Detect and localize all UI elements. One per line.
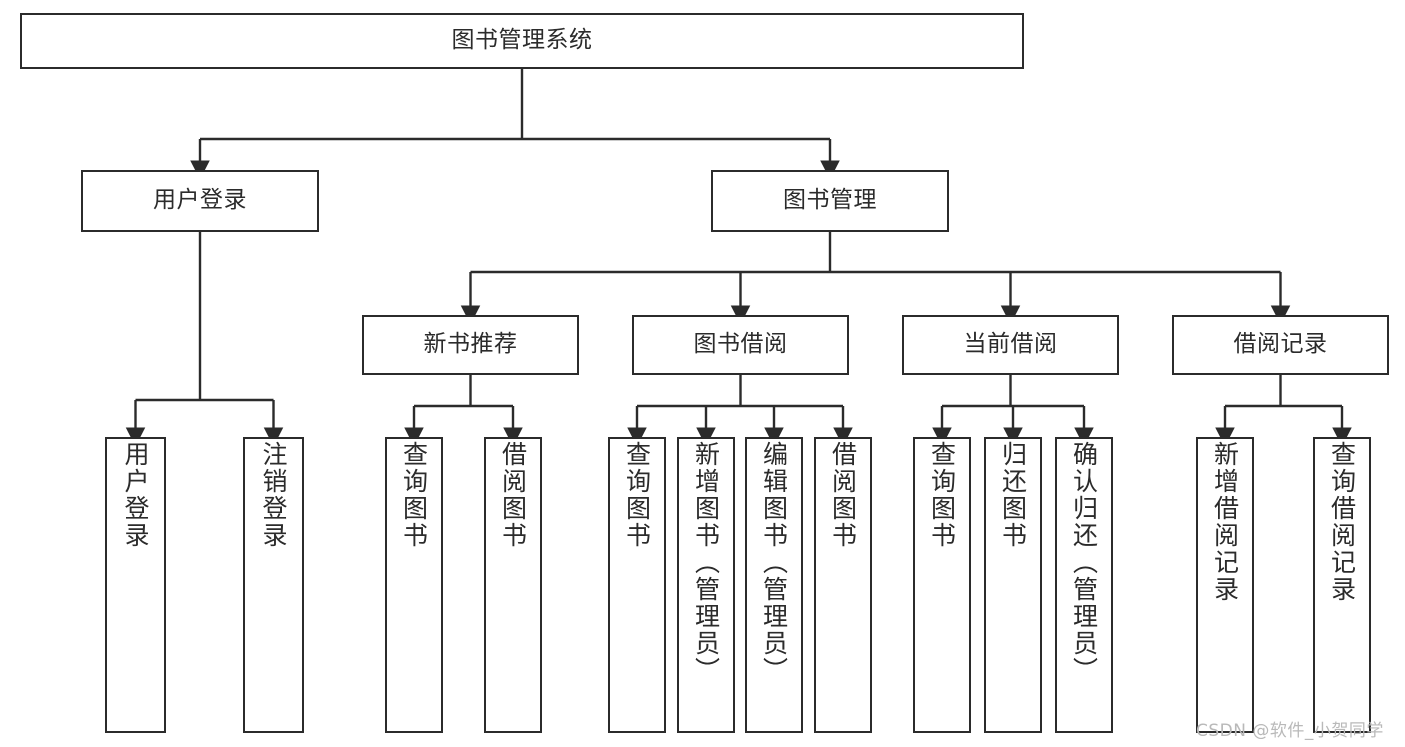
edge-group	[125, 69, 1352, 447]
node-label: 借阅记录	[1233, 331, 1328, 358]
node-label: 新增图书（管理员）	[691, 441, 721, 684]
node-label: 查询图书	[927, 441, 957, 549]
node-label: 查询图书	[399, 441, 429, 549]
node-label: 编辑图书（管理员）	[759, 441, 789, 684]
node-leaf-return-book[interactable]: 归还图书	[984, 437, 1042, 733]
node-label: 借阅图书	[828, 441, 858, 549]
node-leaf-query-book-1[interactable]: 查询图书	[385, 437, 443, 733]
node-leaf-borrow-book-2[interactable]: 借阅图书	[814, 437, 872, 733]
node-leaf-confirm-return[interactable]: 确认归还（管理员）	[1055, 437, 1113, 733]
node-label: 当前借阅	[963, 331, 1058, 358]
node-new-book-rec[interactable]: 新书推荐	[362, 315, 579, 375]
node-root[interactable]: 图书管理系统	[20, 13, 1024, 69]
node-leaf-query-book-2[interactable]: 查询图书	[608, 437, 666, 733]
node-label: 新书推荐	[423, 331, 518, 358]
node-borrow-record[interactable]: 借阅记录	[1172, 315, 1389, 375]
node-leaf-borrow-book-1[interactable]: 借阅图书	[484, 437, 542, 733]
node-label: 用户登录	[121, 441, 150, 549]
watermark-text: CSDN @软件_小贺同学	[1196, 721, 1384, 741]
node-label: 查询图书	[622, 441, 652, 549]
node-leaf-edit-book[interactable]: 编辑图书（管理员）	[745, 437, 803, 733]
node-user-login[interactable]: 用户登录	[81, 170, 319, 232]
node-label: 确认归还（管理员）	[1069, 441, 1099, 684]
node-leaf-user-logout[interactable]: 注销登录	[243, 437, 304, 733]
node-label: 新增借阅记录	[1210, 441, 1240, 603]
node-label: 借阅图书	[498, 441, 528, 549]
node-current-borrow[interactable]: 当前借阅	[902, 315, 1119, 375]
node-leaf-add-book[interactable]: 新增图书（管理员）	[677, 437, 735, 733]
node-label: 用户登录	[153, 187, 247, 214]
node-leaf-add-record[interactable]: 新增借阅记录	[1196, 437, 1254, 733]
node-label: 图书管理	[783, 187, 877, 214]
node-label: 图书管理系统	[451, 27, 593, 54]
node-label: 归还图书	[998, 441, 1028, 549]
node-label: 注销登录	[259, 441, 288, 549]
node-book-borrow[interactable]: 图书借阅	[632, 315, 849, 375]
node-leaf-user-login[interactable]: 用户登录	[105, 437, 166, 733]
node-leaf-query-record[interactable]: 查询借阅记录	[1313, 437, 1371, 733]
node-leaf-query-book-3[interactable]: 查询图书	[913, 437, 971, 733]
node-label: 图书借阅	[693, 331, 788, 358]
node-book-manage[interactable]: 图书管理	[711, 170, 949, 232]
node-label: 查询借阅记录	[1327, 441, 1357, 603]
